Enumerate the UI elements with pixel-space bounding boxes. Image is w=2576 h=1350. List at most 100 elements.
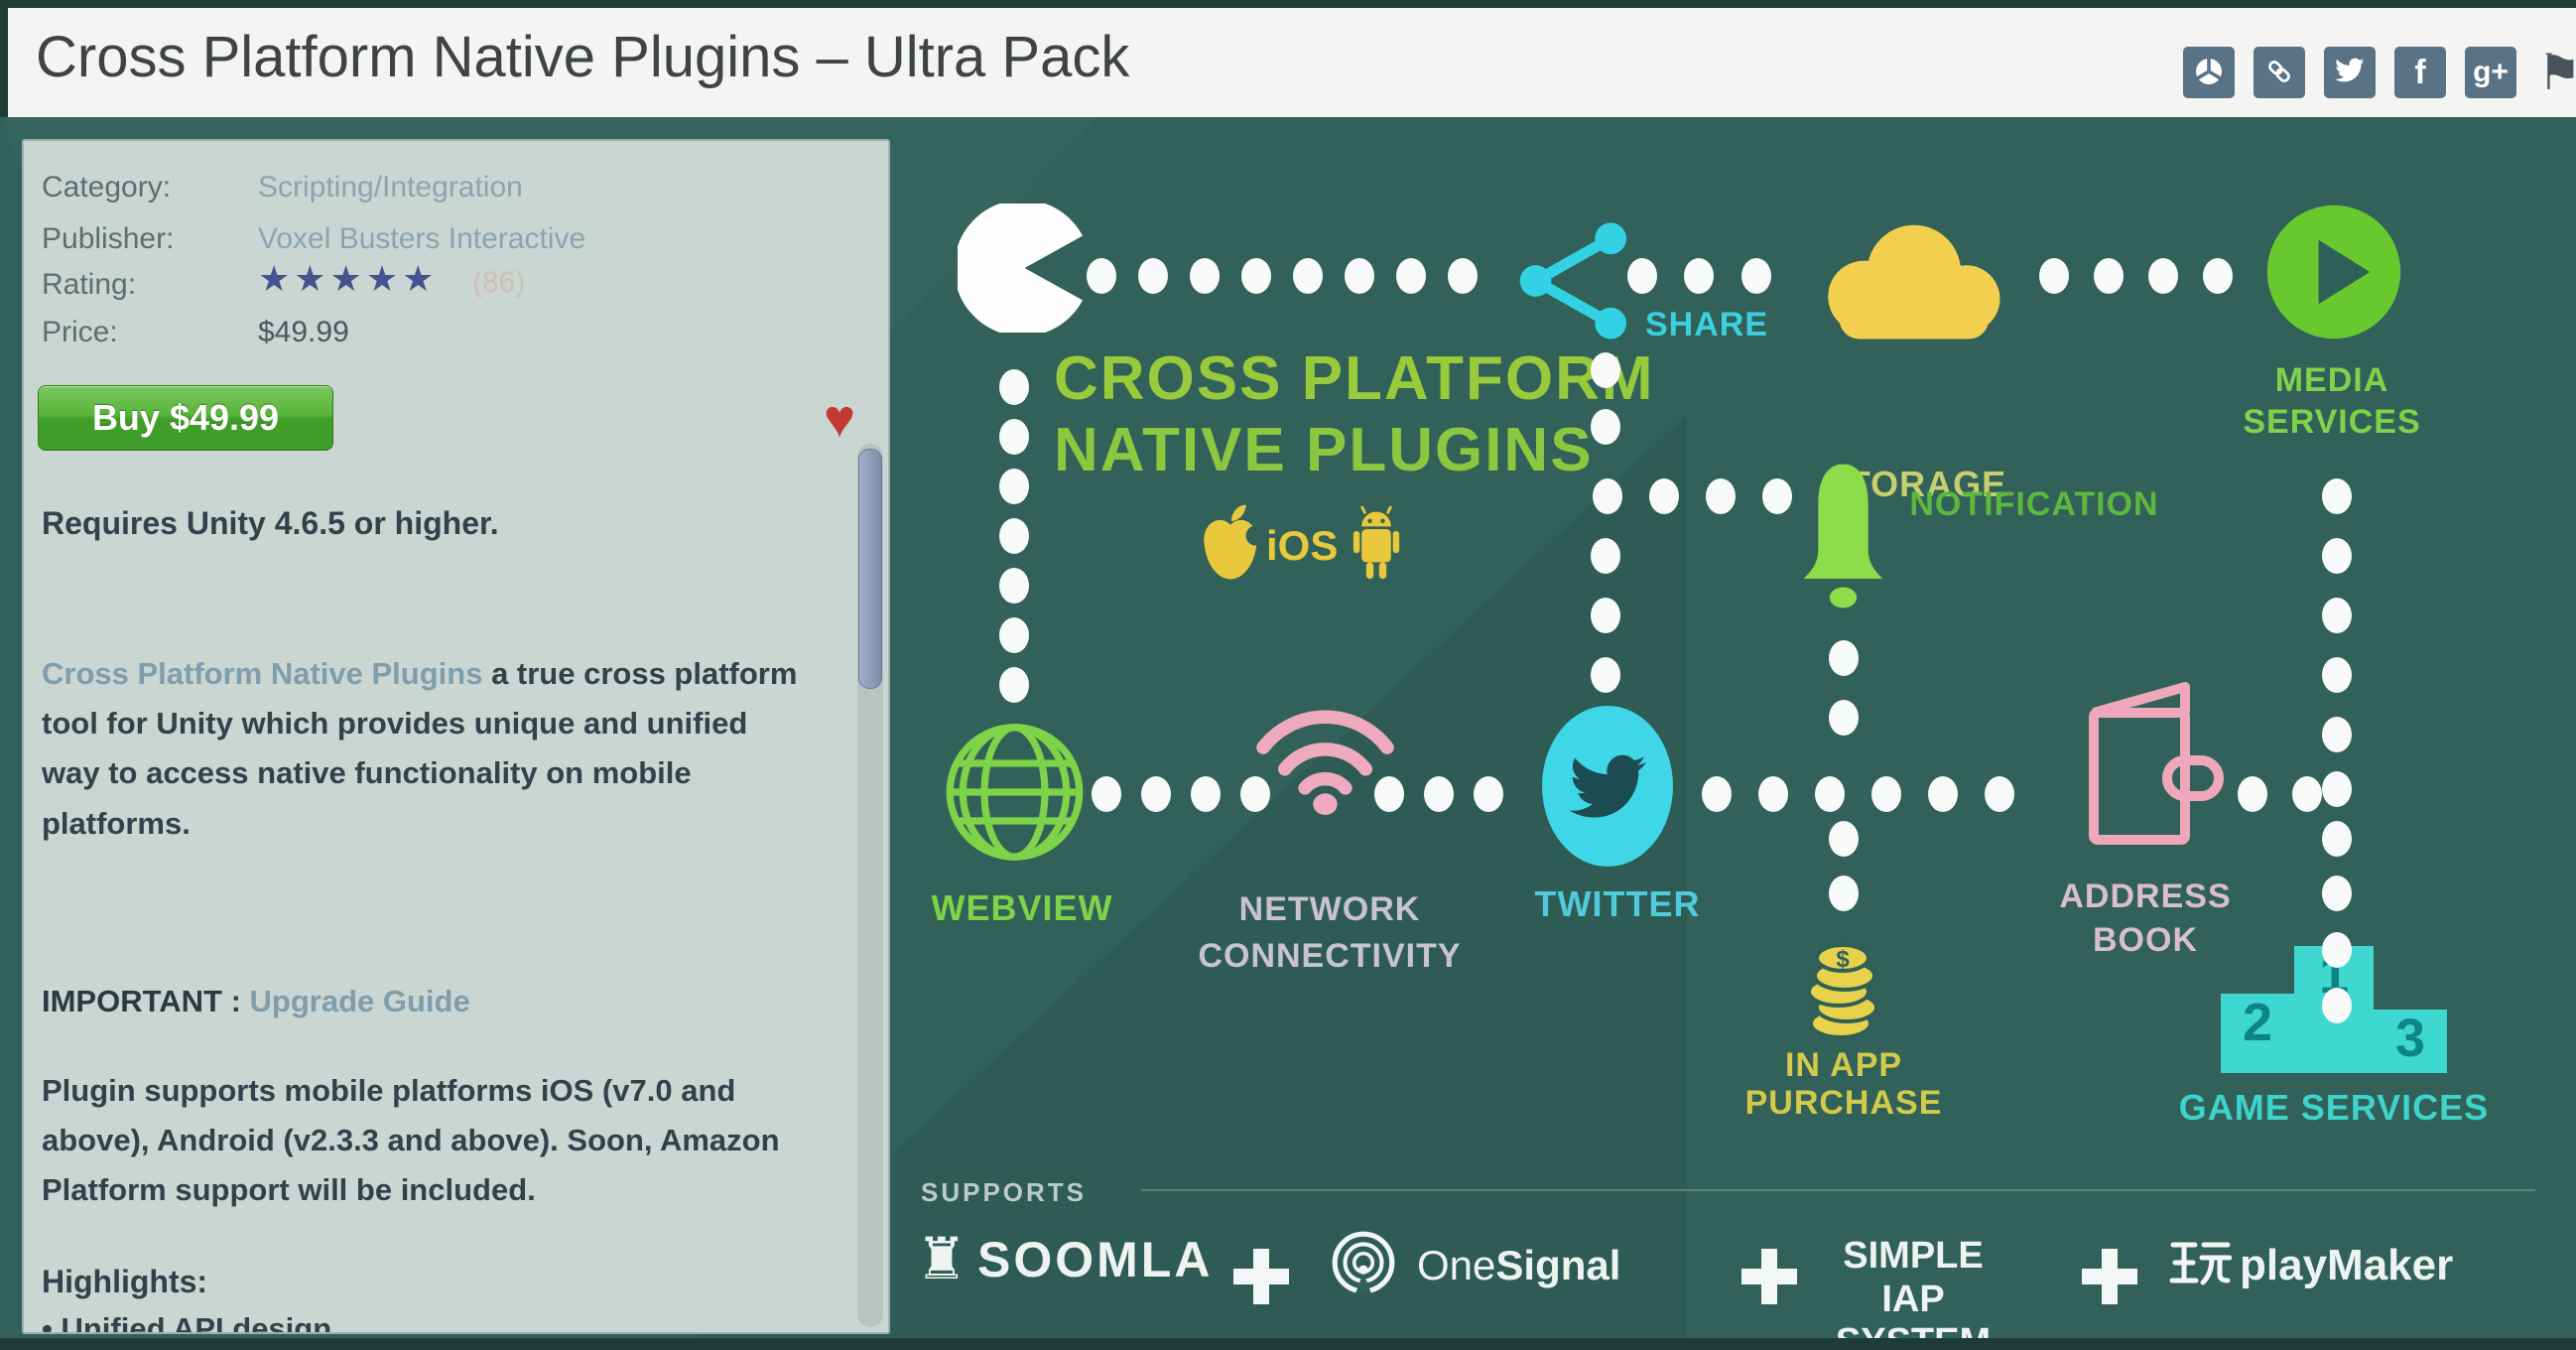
rating-label: Rating:: [42, 268, 137, 301]
requires-unity-text: Requires Unity 4.6.5 or higher.: [42, 505, 499, 541]
twitter-label: TWITTER: [1534, 883, 1701, 924]
category-value-link[interactable]: Scripting/Integration: [258, 171, 523, 203]
connector-dot: [1758, 776, 1788, 812]
connector-dot: [1591, 657, 1620, 693]
connector-dot: [2203, 258, 2233, 294]
product-name-link[interactable]: Cross Platform Native Plugins: [42, 656, 483, 691]
connector-dot: [1702, 776, 1732, 812]
connector-dot: [1293, 258, 1323, 294]
address-book-icon: [2064, 673, 2233, 869]
connector-dot: [1591, 538, 1620, 574]
share-icon: [1516, 220, 1637, 346]
infographic-title-line1: CROSS PLATFORM: [1054, 344, 1655, 413]
description-text: a true cross platform tool for Unity whi…: [42, 656, 798, 841]
share-label: SHARE: [1644, 306, 1769, 343]
connector-dot: [2322, 657, 2352, 693]
connector-dot: [1396, 258, 1426, 294]
network-label-line2: CONNECTIVITY: [1198, 937, 1462, 975]
network-label-line1: NETWORK: [1238, 890, 1421, 928]
plus-icon: [2082, 1249, 2137, 1304]
game-services-label: GAME SERVICES: [2178, 1087, 2490, 1128]
connector-dot: [1190, 258, 1220, 294]
connector-dot: [999, 568, 1029, 604]
onesignal-text-bold: Signal: [1495, 1241, 1621, 1288]
highlights-heading: Highlights:: [42, 1264, 208, 1299]
heart-icon: ♥: [824, 389, 856, 449]
copy-link-button[interactable]: [2254, 47, 2305, 98]
connector-dot: [2322, 988, 2352, 1023]
connector-dot: [2094, 258, 2124, 294]
connector-dot: [2322, 932, 2352, 968]
connector-dot: [1591, 352, 1620, 388]
connector-dot: [2322, 717, 2352, 752]
facebook-icon: f: [2414, 54, 2426, 91]
notification-label: NOTIFICATION: [1909, 485, 2159, 523]
buy-button[interactable]: Buy $49.99: [38, 385, 333, 451]
google-plus-share-button[interactable]: g+: [2465, 47, 2516, 98]
important-separator: :: [221, 984, 250, 1018]
connector-dot: [1684, 258, 1714, 294]
connector-dot: [1706, 478, 1736, 514]
connector-dot: [1829, 700, 1859, 736]
notification-bell-icon: [1791, 452, 1895, 625]
price-label: Price:: [42, 316, 118, 348]
address-book-label-line1: ADDRESS: [2059, 878, 2232, 915]
apple-icon: [1199, 499, 1266, 590]
connector-dot: [2039, 258, 2069, 294]
connector-dot: [1762, 478, 1792, 514]
playmaker-text: playMaker: [2240, 1240, 2454, 1289]
page-title: Cross Platform Native Plugins – Ultra Pa…: [36, 25, 1130, 89]
iap-label-line1: IN APP: [1784, 1046, 1903, 1084]
media-services-play-icon: [2264, 202, 2403, 346]
connector-dot: [2322, 538, 2352, 574]
highlight-list-item: • Unified API design: [42, 1311, 332, 1334]
publisher-label: Publisher:: [42, 222, 175, 255]
connector-dot: [2238, 776, 2267, 812]
connector-dot: [1240, 776, 1270, 812]
connector-dot: [1138, 258, 1168, 294]
connector-dot: [1593, 478, 1622, 514]
connector-dot: [2322, 771, 2352, 807]
unity-share-button[interactable]: [2183, 47, 2235, 98]
media-services-label-line2: SERVICES: [2243, 403, 2421, 441]
connector-dot: [1829, 821, 1859, 857]
twitter-share-button[interactable]: [2324, 47, 2376, 98]
publisher-value-link[interactable]: Voxel Busters Interactive: [258, 222, 586, 255]
connector-dot: [1424, 776, 1454, 812]
connector-dot: [1241, 258, 1271, 294]
webview-globe-icon: [943, 718, 1087, 872]
connector-dot: [999, 469, 1029, 504]
connector-dot: [1191, 776, 1221, 812]
connector-dot: [999, 617, 1029, 653]
infographic-title-line2: NATIVE PLUGINS: [1054, 416, 1594, 484]
connector-dot: [1474, 776, 1503, 812]
connector-dot: [1985, 776, 2014, 812]
connector-dot: [2322, 821, 2352, 857]
panel-scrollbar-track[interactable]: [857, 444, 883, 1327]
address-book-label-line2: BOOK: [2093, 921, 2198, 959]
coin-dollar-glyph: $: [1836, 946, 1850, 973]
rating-count: (86): [472, 266, 526, 299]
favorite-heart-button[interactable]: ♥: [818, 391, 861, 447]
star-rating-icons: ★★★★★: [258, 258, 439, 299]
in-app-purchase-coins-icon: $: [1789, 936, 1898, 1048]
important-label: IMPORTANT: [42, 984, 222, 1018]
report-flag-button[interactable]: ⚑: [2537, 44, 2576, 101]
category-label: Category:: [42, 171, 172, 203]
platform-support-paragraph: Plugin supports mobile platforms iOS (v7…: [42, 1073, 780, 1208]
upgrade-guide-link[interactable]: Upgrade Guide: [249, 984, 470, 1018]
connector-dot: [1345, 258, 1374, 294]
link-icon: [2262, 55, 2296, 91]
connector-dot: [1591, 409, 1620, 445]
onesignal-text-light: One: [1417, 1241, 1496, 1288]
facebook-share-button[interactable]: f: [2394, 47, 2446, 98]
connector-dot: [1829, 640, 1859, 676]
unity-icon: [2191, 54, 2227, 92]
google-plus-icon: g+: [2473, 56, 2509, 88]
supports-label: SUPPORTS: [921, 1177, 1088, 1207]
connector-dot: [1627, 258, 1657, 294]
connector-dot: [1092, 776, 1121, 812]
bottom-border-strip: [0, 1338, 2576, 1350]
panel-scrollbar-thumb[interactable]: [858, 449, 882, 689]
connector-dot: [1087, 258, 1116, 294]
